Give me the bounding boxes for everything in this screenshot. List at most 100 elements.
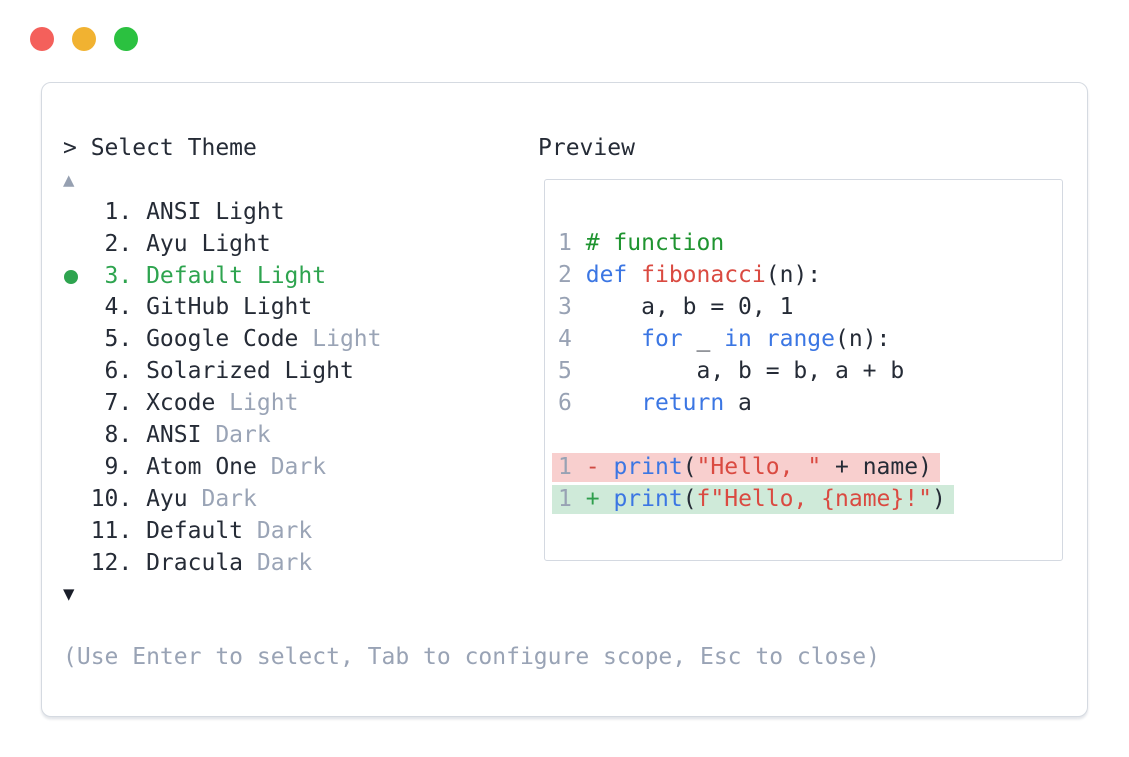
item-number: 12. bbox=[90, 549, 147, 576]
scroll-up-icon[interactable]: ▲ bbox=[63, 168, 75, 191]
theme-list-item-8[interactable]: 8. ANSI Dark bbox=[63, 420, 382, 452]
theme-list-item-7[interactable]: 7. Xcode Light bbox=[63, 388, 382, 420]
code-line: 1 # function bbox=[558, 227, 954, 259]
code-token: return bbox=[641, 390, 725, 416]
item-name: Atom One bbox=[146, 453, 257, 480]
line-number: 5 bbox=[558, 358, 572, 384]
item-number: 1. bbox=[90, 198, 147, 225]
code-token: range bbox=[765, 326, 836, 352]
window-minimize-button[interactable] bbox=[72, 27, 96, 51]
bullet-cell bbox=[63, 261, 91, 293]
window-close-button[interactable] bbox=[30, 27, 54, 51]
code-line bbox=[558, 419, 954, 451]
code-token bbox=[752, 326, 766, 352]
theme-list-item-1[interactable]: 1. ANSI Light bbox=[63, 197, 382, 229]
item-name: Solarized Light bbox=[146, 358, 354, 385]
removed-diff-line: 1 - print("Hello, " + name) bbox=[552, 453, 940, 482]
item-name: Dracula bbox=[146, 549, 244, 576]
item-number: 2. bbox=[90, 230, 147, 257]
line-number: 1 bbox=[558, 230, 572, 256]
item-number: 8. bbox=[90, 422, 147, 449]
code-token: # function bbox=[585, 230, 725, 256]
code-token: (n): bbox=[835, 326, 891, 352]
code-line: 6 return a bbox=[558, 387, 954, 419]
theme-list-item-2[interactable]: 2. Ayu Light bbox=[63, 229, 382, 261]
item-number: 3. bbox=[90, 262, 147, 289]
code-token: a, b = 0, 1 bbox=[585, 294, 794, 320]
code-token: - bbox=[585, 454, 600, 480]
theme-list: 1. ANSI Light 2. Ayu Light 3. Default Li… bbox=[63, 197, 382, 580]
code-token: "Hello, " bbox=[696, 454, 822, 480]
code-line: 1 - print("Hello, " + name) bbox=[552, 451, 954, 483]
added-diff-line: 1 + print(f"Hello, {name}!") bbox=[552, 485, 954, 514]
item-name: Default Light bbox=[146, 262, 327, 289]
item-number: 10. bbox=[90, 485, 147, 512]
item-variant: Dark bbox=[243, 549, 313, 576]
code-line: 4 for _ in range(n): bbox=[558, 323, 954, 355]
theme-list-item-6[interactable]: 6. Solarized Light bbox=[63, 356, 382, 388]
item-number: 5. bbox=[90, 326, 147, 353]
item-number: 9. bbox=[90, 453, 147, 480]
theme-list-item-4[interactable]: 4. GitHub Light bbox=[63, 292, 382, 324]
item-number: 7. bbox=[90, 390, 147, 417]
footer-hint: (Use Enter to select, Tab to configure s… bbox=[63, 644, 880, 670]
code-line: 1 + print(f"Hello, {name}!") bbox=[552, 483, 954, 515]
code-token: + bbox=[585, 486, 600, 512]
theme-list-item-3[interactable]: 3. Default Light bbox=[63, 261, 382, 293]
code-line: 5 a, b = b, a + b bbox=[558, 355, 954, 387]
theme-picker-panel: > Select Theme ▲ 1. ANSI Light 2. Ayu Li… bbox=[41, 82, 1088, 717]
item-variant: Dark bbox=[243, 517, 313, 544]
item-name: Default bbox=[146, 517, 244, 544]
item-name: ANSI Light bbox=[146, 198, 285, 225]
item-name: Ayu Light bbox=[146, 230, 271, 257]
item-variant: Dark bbox=[256, 453, 327, 480]
code-token: f"Hello, {name}!" bbox=[696, 486, 932, 512]
selected-theme-dot bbox=[64, 269, 78, 284]
theme-list-item-10[interactable]: 10. Ayu Dark bbox=[63, 484, 382, 516]
code-token: (n): bbox=[765, 262, 822, 288]
line-number: 3 bbox=[558, 294, 572, 320]
code-token: + name) bbox=[821, 454, 932, 480]
code-token bbox=[627, 262, 641, 288]
theme-list-item-5[interactable]: 5. Google Code Light bbox=[63, 324, 382, 356]
item-number: 4. bbox=[90, 294, 147, 321]
window-zoom-button[interactable] bbox=[114, 27, 138, 51]
theme-picker-left-column: > Select Theme ▲ 1. ANSI Light 2. Ayu Li… bbox=[63, 133, 382, 611]
scroll-down-icon[interactable]: ▼ bbox=[63, 583, 75, 606]
code-token: ) bbox=[931, 486, 946, 512]
line-number: 2 bbox=[558, 262, 572, 288]
item-name: Google Code bbox=[146, 326, 299, 353]
theme-list-item-12[interactable]: 12. Dracula Dark bbox=[63, 548, 382, 580]
code-token: a bbox=[724, 390, 752, 416]
code-token bbox=[586, 326, 641, 352]
code-token: for bbox=[641, 326, 683, 352]
code-token: print bbox=[613, 486, 683, 512]
item-name: ANSI bbox=[146, 422, 202, 449]
line-number: 1 bbox=[558, 486, 572, 512]
code-token bbox=[586, 390, 641, 416]
item-variant: Dark bbox=[187, 485, 257, 512]
code-token: a, b = b, a + b bbox=[585, 358, 905, 384]
line-number: 4 bbox=[558, 326, 572, 352]
preview-label: Preview bbox=[538, 135, 635, 161]
item-name: GitHub Light bbox=[146, 294, 313, 321]
item-variant: Dark bbox=[201, 422, 271, 449]
theme-list-item-11[interactable]: 11. Default Dark bbox=[63, 516, 382, 548]
code-token: print bbox=[613, 454, 683, 480]
code-token bbox=[600, 454, 614, 480]
code-token: ( bbox=[682, 454, 697, 480]
item-variant: Light bbox=[298, 326, 382, 353]
item-variant: Light bbox=[215, 390, 299, 417]
item-number: 11. bbox=[90, 517, 147, 544]
code-token: fibonacci bbox=[641, 262, 766, 288]
code-token: in bbox=[724, 326, 752, 352]
code-token bbox=[600, 486, 614, 512]
line-number: 6 bbox=[558, 390, 572, 416]
item-name: Xcode bbox=[146, 390, 216, 417]
code-token: def bbox=[585, 262, 628, 288]
theme-list-item-9[interactable]: 9. Atom One Dark bbox=[63, 452, 382, 484]
item-number: 6. bbox=[90, 358, 147, 385]
code-token: _ bbox=[682, 326, 725, 352]
